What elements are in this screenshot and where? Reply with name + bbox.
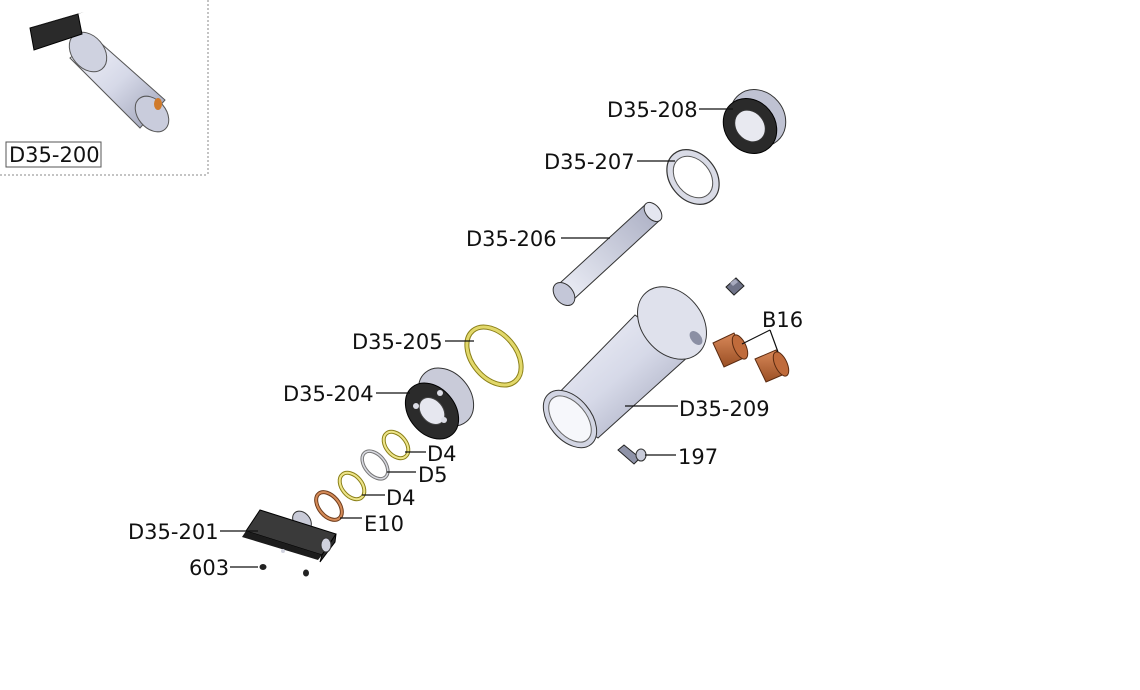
- part-d4-upper: D4: [381, 429, 457, 466]
- part-d35-206: D35-206: [466, 201, 663, 307]
- label-e10: E10: [364, 512, 404, 536]
- part-d35-209: D35-209: [542, 286, 770, 449]
- part-603: 603: [189, 556, 309, 580]
- part-197: 197: [617, 444, 718, 469]
- part-d35-208: D35-208: [607, 89, 787, 154]
- label-d35-205: D35-205: [352, 330, 443, 354]
- label-b16: B16: [762, 308, 803, 332]
- part-d35-205: D35-205: [352, 324, 524, 388]
- part-e10: E10: [314, 490, 404, 536]
- label-d35-201: D35-201: [128, 520, 219, 544]
- inset-label: D35-200: [9, 143, 100, 167]
- label-d35-208: D35-208: [607, 98, 698, 122]
- label-197: 197: [678, 445, 718, 469]
- label-d35-204: D35-204: [283, 382, 374, 406]
- part-d5: D5: [360, 449, 448, 487]
- label-d4-lower: D4: [386, 486, 416, 510]
- inset-label-frame: [5, 141, 102, 168]
- label-603: 603: [189, 556, 229, 580]
- part-d35-207: D35-207: [544, 149, 720, 205]
- label-d35-209: D35-209: [679, 397, 770, 421]
- label-d4-upper: D4: [427, 442, 457, 466]
- assembly-thumbnail: [29, 12, 170, 133]
- label-d5: D5: [418, 463, 448, 487]
- part-d4-lower: D4: [337, 470, 416, 510]
- part-d35-204: D35-204: [283, 367, 475, 440]
- assembly-inset: D35-200: [0, 0, 209, 176]
- part-d35-201: D35-201: [128, 509, 337, 563]
- label-d35-207: D35-207: [544, 150, 635, 174]
- part-fitting-upper: [725, 277, 745, 296]
- part-b16: B16: [712, 308, 803, 383]
- label-d35-206: D35-206: [466, 227, 557, 251]
